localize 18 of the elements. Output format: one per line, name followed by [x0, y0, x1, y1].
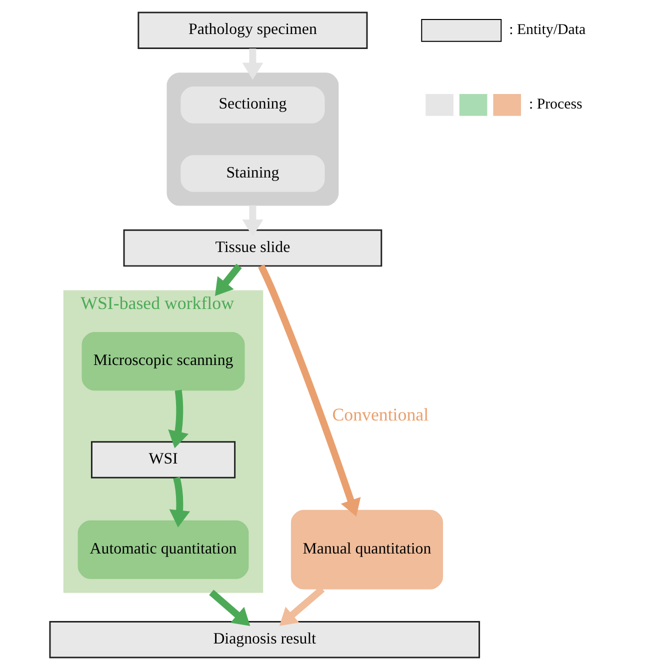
node-box: Diagnosis result [49, 620, 480, 658]
edge-label: Conventional [332, 404, 429, 424]
node-box: Tissue slide [123, 229, 382, 267]
node-box: Pathology specimen [138, 12, 368, 50]
node-box: Automatic quantitation [78, 520, 249, 579]
node-box: Manual quantitation [290, 510, 444, 590]
arrow [169, 476, 190, 528]
legend-label: : Entity/Data [509, 22, 586, 38]
node-box: WSI [90, 441, 236, 478]
arrow [209, 590, 250, 626]
cluster [166, 72, 339, 206]
arrow [168, 390, 189, 448]
legend-label: : Process [528, 96, 582, 112]
node-box: Microscopic scanning [82, 332, 245, 391]
arrow [279, 586, 325, 626]
arrow [242, 48, 264, 80]
arrow [258, 264, 361, 517]
arrow [215, 264, 242, 296]
